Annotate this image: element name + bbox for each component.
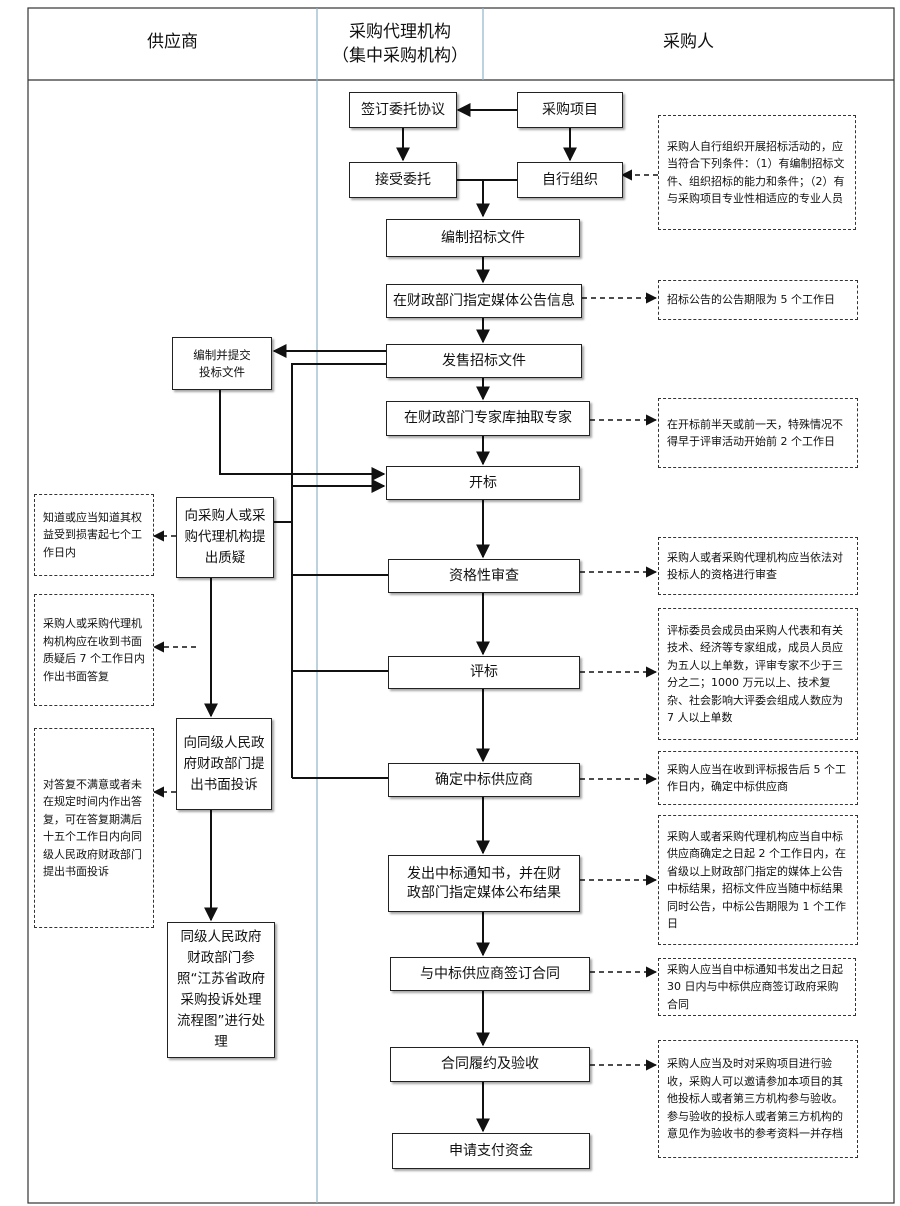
- agency-header-line2: （集中采购机构）: [332, 46, 468, 66]
- note-reply-deadline: 采购人或采购代理机构机构应在收到书面质疑后 7 个工作日内作出书面答复: [34, 594, 154, 706]
- box-evaluation: 评标: [388, 656, 580, 689]
- box-qualification-review: 资格性审查: [388, 559, 580, 593]
- supplier-header-text: 供应商: [147, 32, 198, 52]
- note-notify-text: 采购人或者采购代理机构应当自中标供应商确定之日起 2 个工作日内，在省级以上财政…: [667, 829, 846, 931]
- note-qualification-text: 采购人或者采购代理机构应当依法对投标人的资格进行审查: [667, 550, 843, 582]
- note-decide-text: 采购人应当在收到评标报告后 5 个工作日内，确定中标供应商: [667, 762, 846, 794]
- note-evaluation-text: 评标委员会成员由采购人代表和有关技术、经济等专家组成，成员人员应为五人以上单数，…: [667, 623, 843, 725]
- box-accept-entrust: 接受委托: [349, 162, 457, 198]
- note-question-deadline: 知道或应当知道其权益受到损害起七个工作日内: [34, 494, 154, 576]
- note-reply-text: 采购人或采购代理机构机构应在收到书面质疑后 7 个工作日内作出书面答复: [43, 617, 145, 683]
- note-announce-period: 招标公告的公告期限为 5 个工作日: [658, 280, 858, 320]
- lane-header-purchaser: 采购人: [483, 30, 894, 54]
- purchaser-header-text: 采购人: [663, 32, 714, 52]
- lane-header-agency: 采购代理机构 （集中采购机构）: [317, 20, 483, 68]
- note-decide: 采购人应当在收到评标报告后 5 个工作日内，确定中标供应商: [658, 751, 858, 805]
- box-apply-payment: 申请支付资金: [392, 1133, 590, 1169]
- box-draw-experts: 在财政部门专家库抽取专家: [386, 401, 590, 436]
- note-complaint-text: 对答复不满意或者未在规定时间内作出答复，可在答复期满后十五个工作日内向同级人民政…: [43, 777, 142, 879]
- note-notify: 采购人或者采购代理机构应当自中标供应商确定之日起 2 个工作日内，在省级以上财政…: [658, 815, 858, 945]
- box-sign-agreement: 签订委托协议: [349, 92, 457, 128]
- note-contract-text: 采购人应当自中标通知书发出之日起 30 日内与中标供应商签订政府采购合同: [667, 962, 843, 1011]
- box-notify-result: 发出中标通知书，并在财政部门指定媒体公布结果: [388, 855, 580, 912]
- note-evaluation: 评标委员会成员由采购人代表和有关技术、经济等专家组成，成员人员应为五人以上单数，…: [658, 608, 858, 740]
- outer-border: [27, 7, 895, 1204]
- note-perform: 采购人应当及时对采购项目进行验收，采购人可以邀请参加本项目的其他投标人或者第三方…: [658, 1040, 858, 1158]
- note-experts: 在开标前半天或前一天，特殊情况不得早于评审活动开始前 2 个工作日: [658, 398, 858, 468]
- note-question-text: 知道或应当知道其权益受到损害起七个工作日内: [43, 510, 142, 559]
- box-decide-winner: 确定中标供应商: [388, 763, 580, 797]
- note-complaint-deadline: 对答复不满意或者未在规定时间内作出答复，可在答复期满后十五个工作日内向同级人民政…: [34, 728, 154, 928]
- note-qualification: 采购人或者采购代理机构应当依法对投标人的资格进行审查: [658, 537, 858, 595]
- note-experts-text: 在开标前半天或前一天，特殊情况不得早于评审活动开始前 2 个工作日: [667, 417, 843, 449]
- note-self-organize-text: 采购人自行组织开展招标活动的，应当符合下列条件：（1）有编制招标文件、组织招标的…: [667, 139, 845, 206]
- agency-header-line1: 采购代理机构: [349, 22, 451, 42]
- box-raise-question: 向采购人或采购代理机构提出质疑: [176, 497, 274, 578]
- box-purchase-project: 采购项目: [517, 92, 623, 128]
- box-sign-contract: 与中标供应商签订合同: [390, 957, 590, 991]
- note-announce-text: 招标公告的公告期限为 5 个工作日: [667, 293, 835, 307]
- box-file-complaint: 向同级人民政府财政部门提出书面投诉: [176, 718, 272, 810]
- note-perform-text: 采购人应当及时对采购项目进行验收，采购人可以邀请参加本项目的其他投标人或者第三方…: [667, 1057, 843, 1141]
- box-prepare-bid: 编制并提交投标文件: [172, 337, 272, 390]
- note-contract: 采购人应当自中标通知书发出之日起 30 日内与中标供应商签订政府采购合同: [658, 958, 856, 1016]
- box-perform-accept: 合同履约及验收: [390, 1047, 590, 1082]
- box-sell-tender: 发售招标文件: [386, 344, 582, 378]
- box-self-organize: 自行组织: [517, 162, 623, 198]
- note-self-organize: 采购人自行组织开展招标活动的，应当符合下列条件：（1）有编制招标文件、组织招标的…: [658, 115, 856, 230]
- box-bid-opening: 开标: [386, 466, 580, 500]
- box-announce-info: 在财政部门指定媒体公告信息: [386, 284, 582, 318]
- box-gov-handling: 同级人民政府财政部门参照“江苏省政府采购投诉处理流程图”进行处理: [167, 922, 275, 1058]
- lane-header-supplier: 供应商: [28, 30, 317, 54]
- box-compile-tender: 编制招标文件: [386, 219, 580, 257]
